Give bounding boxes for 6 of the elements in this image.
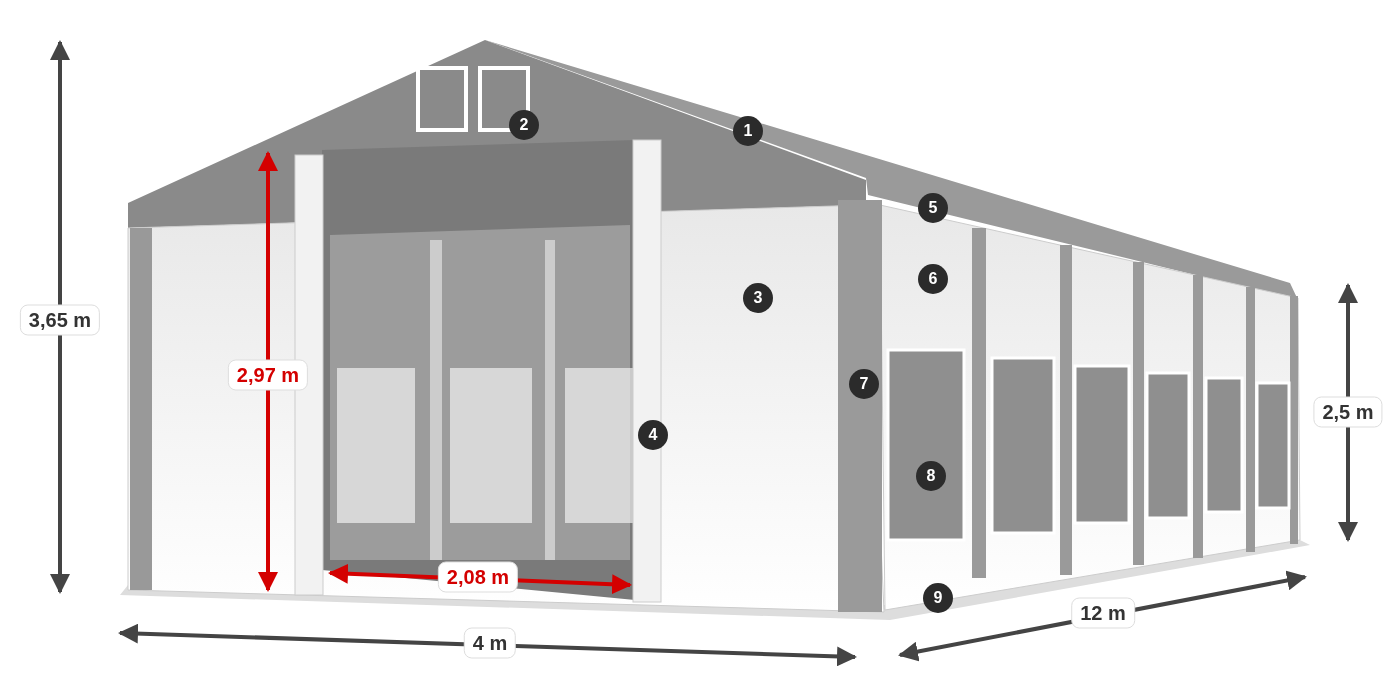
dimension-label: 2,5 m <box>1313 396 1383 428</box>
dimension-label: 3,65 m <box>19 304 101 336</box>
dimension-label: 12 m <box>1071 597 1135 629</box>
dimension-label: 2,97 m <box>227 359 309 391</box>
dimension-label: 2,08 m <box>437 561 519 593</box>
dimension-label: 4 m <box>463 627 517 659</box>
